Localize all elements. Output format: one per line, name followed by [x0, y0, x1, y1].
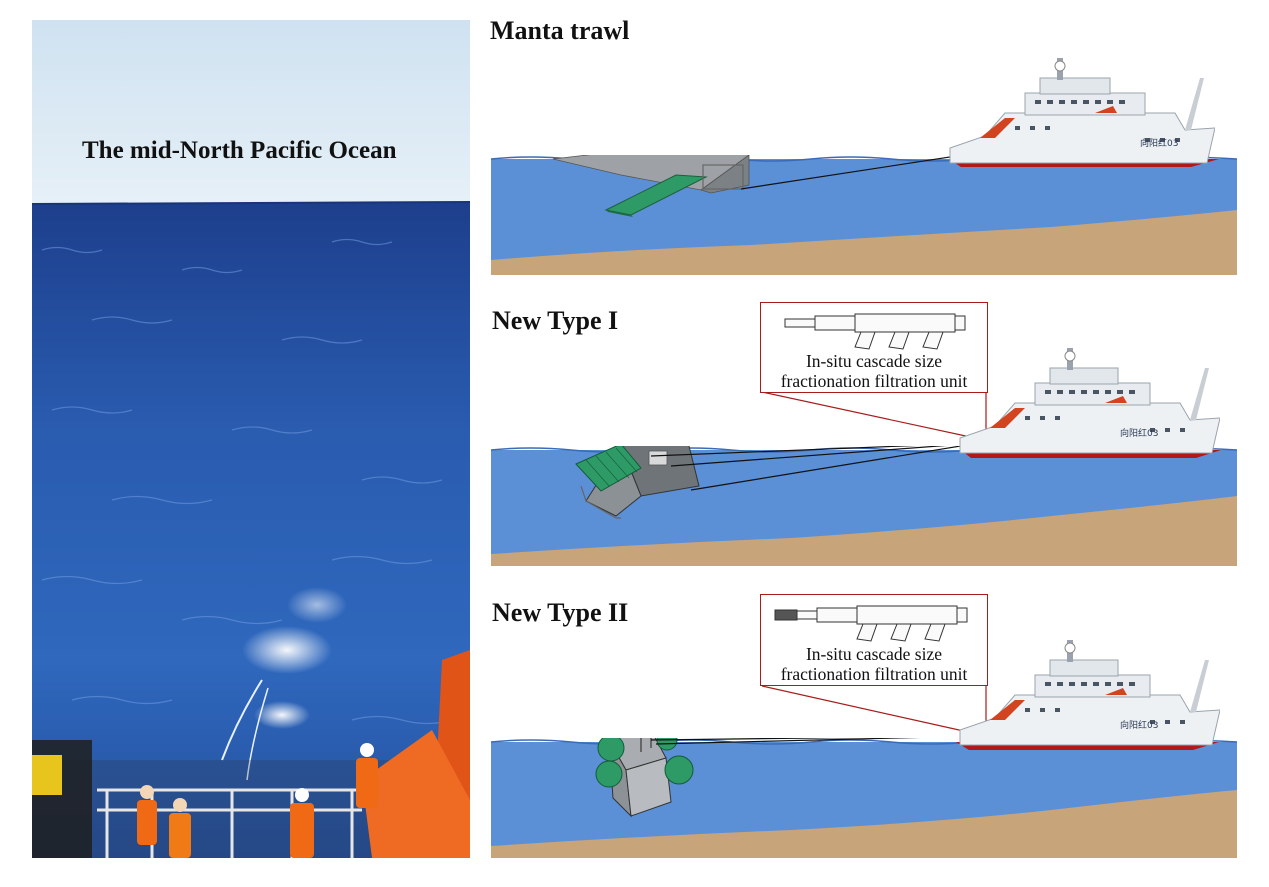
- filtration-unit-drawing-type-2: [774, 605, 968, 642]
- panel-title-manta-trawl: Manta trawl: [490, 16, 630, 45]
- filtration-unit-drawing-type-1: [784, 313, 966, 350]
- research-ship-3: 向阳红03: [955, 640, 1220, 752]
- sky: [32, 20, 470, 205]
- photo-location-label: The mid-North Pacific Ocean: [82, 137, 397, 164]
- new-type-2-diagram: [491, 738, 1238, 858]
- ship-3-hull-marking: 向阳红03: [1120, 719, 1158, 731]
- tow-lines: [650, 446, 965, 491]
- seabed: [491, 210, 1237, 275]
- callout-2-line-1: In-situ cascade size: [805, 644, 943, 664]
- ship-2-hull-marking: 向阳红03: [1120, 427, 1158, 439]
- callout-1-line-2: fractionation filtration unit: [780, 371, 968, 391]
- ship-1-hull-marking: 向阳红03: [1140, 137, 1178, 149]
- manta-trawl-net: [552, 155, 750, 217]
- research-ship-2-illustration: 向阳红03: [959, 348, 1220, 454]
- ocean-photo: The mid-North Pacific Ocean: [32, 20, 470, 858]
- filtration-unit-callout-type-1: In-situ cascade size fractionation filtr…: [760, 302, 988, 393]
- sea: [32, 203, 470, 858]
- filtration-unit-callout-type-2: In-situ cascade size fractionation filtr…: [760, 594, 988, 686]
- ocean-photo-illustration: [32, 20, 470, 858]
- callout-2-line-2: fractionation filtration unit: [780, 664, 968, 684]
- panel-title-new-type-2: New Type II: [492, 598, 629, 627]
- crew-members: [137, 743, 378, 858]
- tow-lines: [650, 738, 921, 745]
- panel-new-type-1: [491, 446, 1238, 566]
- seabed: [491, 790, 1237, 858]
- research-ship-1-illustration: 向阳红03: [949, 58, 1215, 164]
- new-type-2-device: [595, 738, 694, 818]
- research-ship-1: 向阳红03: [945, 58, 1215, 170]
- research-ship-3-illustration: 向阳红03: [959, 640, 1220, 746]
- tow-lines: [740, 155, 967, 190]
- wave-texture: [41, 238, 453, 725]
- research-ship-2: 向阳红03: [955, 348, 1220, 460]
- panel-title-new-type-1: New Type I: [492, 306, 619, 335]
- callout-1-line-1: In-situ cascade size: [805, 351, 943, 371]
- panel-manta-trawl: [491, 155, 1238, 276]
- panel-new-type-2: [491, 738, 1238, 858]
- new-type-1-diagram: [491, 446, 1238, 566]
- manta-trawl-diagram: [491, 155, 1238, 275]
- seabed: [491, 496, 1237, 566]
- trawl-foam: [221, 587, 347, 781]
- ship-deck: [32, 650, 470, 858]
- new-type-1-device: [575, 446, 700, 519]
